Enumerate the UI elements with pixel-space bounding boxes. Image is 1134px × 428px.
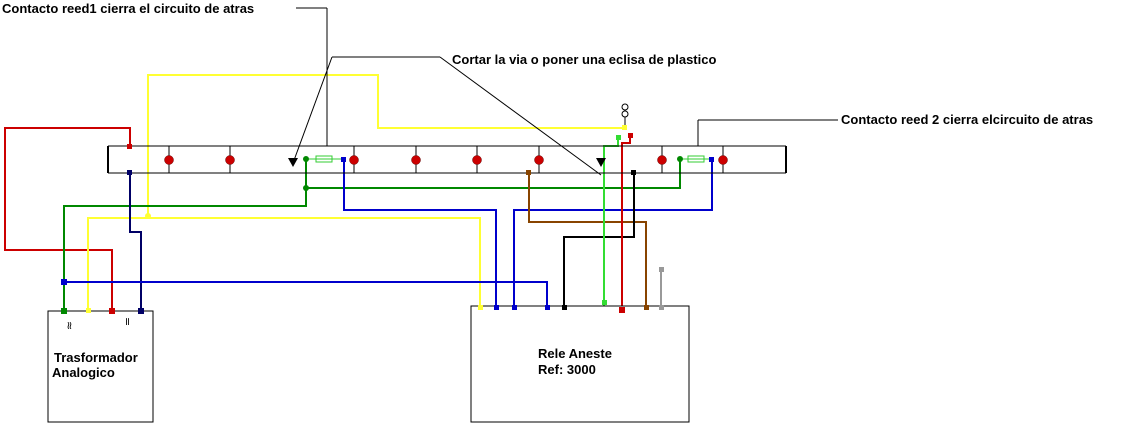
- signal-icon: [616, 103, 633, 140]
- wire-black-transformer: [129, 174, 142, 311]
- wire-black-relay: [563, 172, 635, 308]
- track: [107, 145, 787, 174]
- wire-green-track: [306, 160, 681, 189]
- sleeper-bolt-8: [718, 155, 728, 165]
- wire-green-transformer: [63, 160, 307, 311]
- sleeper-bolt-4: [411, 155, 421, 165]
- junction-dots: [127, 144, 714, 219]
- wire-brown: [528, 172, 647, 308]
- wire-red-signal: [621, 135, 631, 310]
- sleeper-bolt-2: [225, 155, 235, 165]
- transformer-dc-symbol: =: [121, 317, 134, 326]
- transformer-label-line1: Trasformador: [54, 350, 138, 365]
- wire-yellow-top: [147, 74, 622, 216]
- sleeper-bolt-3: [349, 155, 359, 165]
- track-sleepers: [164, 146, 728, 173]
- reed-contact-2: [683, 119, 838, 163]
- sleeper-bolt-6: [534, 155, 544, 165]
- transformer-box: ≈ = Trasformador Analogico: [47, 279, 154, 423]
- label-cut-track: Cortar la via o poner una eclisa de plas…: [452, 52, 716, 67]
- transformer-ac-symbol: ≈: [63, 321, 76, 330]
- wire-blue-reed1: [343, 160, 497, 308]
- sleeper-bolt-7: [657, 155, 667, 165]
- sleeper-bolt-1: [164, 155, 174, 165]
- cut-markers: [288, 56, 606, 176]
- wire-blue-reed2: [513, 160, 713, 308]
- wire-blue-relay-transformer: [64, 281, 548, 308]
- wires: [4, 74, 713, 311]
- relay-label-line2: Ref: 3000: [538, 362, 596, 377]
- relay-box: Rele Aneste Ref: 3000: [470, 267, 690, 423]
- wire-yellow-relay: [87, 217, 481, 311]
- reed-contact-1: [296, 7, 341, 163]
- wire-red-transformer: [4, 127, 131, 311]
- sleeper-bolt-5: [472, 155, 482, 165]
- label-reed2: Contacto reed 2 cierra elcircuito de atr…: [841, 112, 1093, 127]
- label-reed1: Contacto reed1 cierra el circuito de atr…: [2, 1, 254, 16]
- transformer-label-line2: Analogico: [52, 365, 115, 380]
- relay-label-line1: Rele Aneste: [538, 346, 612, 361]
